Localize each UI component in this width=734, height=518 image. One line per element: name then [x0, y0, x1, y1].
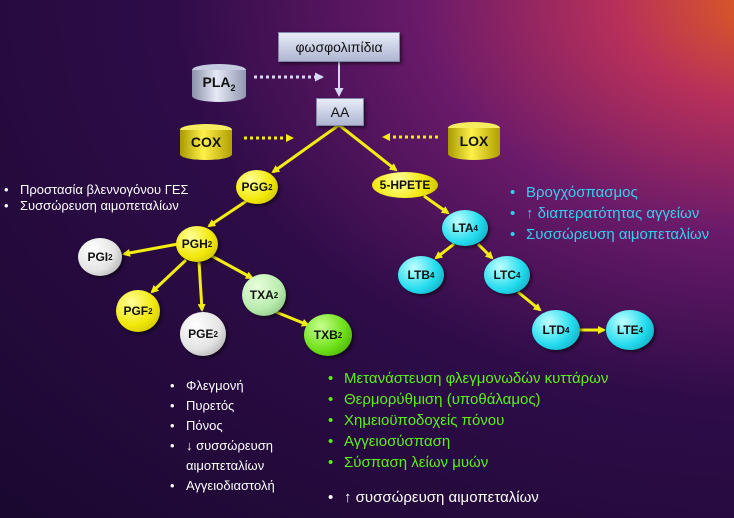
list-item: Χημειοϋποδοχείς πόνου [328, 410, 608, 431]
cox-label: COX [190, 134, 222, 150]
list-item: Συσσώρευση αιμοπεταλίων [510, 224, 709, 245]
list-item: Πόνος [170, 416, 330, 436]
phospholipids-box: φωσφολιπίδια [278, 32, 400, 62]
pge2-effects-list: Φλεγμονή Πυρετός Πόνος ↓ συσσώρευση αιμο… [170, 376, 330, 496]
list-item: Αγγειοσύσπαση [328, 431, 608, 452]
list-item: Αγγειοδιαστολή [170, 476, 330, 496]
pgg2-effects-list: Προστασία βλεννογόνου ΓΕΣ Συσσώρευση αιμ… [4, 182, 189, 214]
leukotriene-effects-list: Βρογχόσπασμος ↑ διαπερατότητας αγγείων Σ… [510, 182, 709, 245]
hpete-node: 5-HPETE [372, 172, 438, 198]
txa2-effect-list: ↑ συσσώρευση αιμοπεταλίων [328, 488, 539, 508]
arrow-lta4-ltc4 [476, 242, 494, 260]
arrow-ltc4-ltd4 [517, 290, 542, 312]
aa-box: AA [316, 98, 364, 126]
arrow-lta4-ltb4 [434, 242, 455, 260]
list-item: ↑ διαπερατότητας αγγείων [510, 203, 709, 224]
list-item: ↓ συσσώρευση αιμοπεταλίων [170, 436, 296, 476]
list-item: Θερμορύθμιση (υποθάλαμος) [328, 389, 608, 410]
arrow-pgh2-pgf2 [150, 258, 188, 294]
arrow-aa-pgg2 [271, 123, 340, 174]
list-item: Φλεγμονή [170, 376, 330, 396]
pla2-label: PLA2 [202, 73, 236, 93]
cox-enzyme: COX [180, 124, 232, 160]
arrow-aa-hpete [338, 123, 398, 172]
list-item: Μετανάστευση φλεγμονωδών κυττάρων [328, 368, 608, 389]
arrow-pgh2-txa2 [209, 253, 254, 280]
list-item: ↑ συσσώρευση αιμοπεταλίων [328, 488, 539, 508]
lox-label: LOX [459, 133, 489, 149]
arrow-pgh2-pge2 [197, 261, 206, 312]
arrow-pgg2-pgh2 [207, 198, 249, 228]
list-item: Πυρετός [170, 396, 330, 416]
lox-enzyme: LOX [448, 122, 500, 160]
ltb4-effects-list: Μετανάστευση φλεγμονωδών κυττάρων Θερμορ… [328, 368, 608, 473]
list-item: Συσσώρευση αιμοπεταλίων [4, 198, 189, 214]
list-item: Βρογχόσπασμος [510, 182, 709, 203]
list-item: Προστασία βλεννογόνου ΓΕΣ [4, 182, 189, 198]
list-item: Σύσπαση λείων μυών [328, 452, 608, 473]
phospholipids-label: φωσφολιπίδια [295, 39, 383, 55]
arrow-txa2-txb2 [275, 310, 310, 327]
aa-label: AA [330, 104, 350, 120]
arrow-hpete-lta4 [423, 194, 450, 215]
arrow-pgh2-pgi2 [122, 242, 179, 257]
pla2-enzyme: PLA2 [192, 64, 246, 102]
